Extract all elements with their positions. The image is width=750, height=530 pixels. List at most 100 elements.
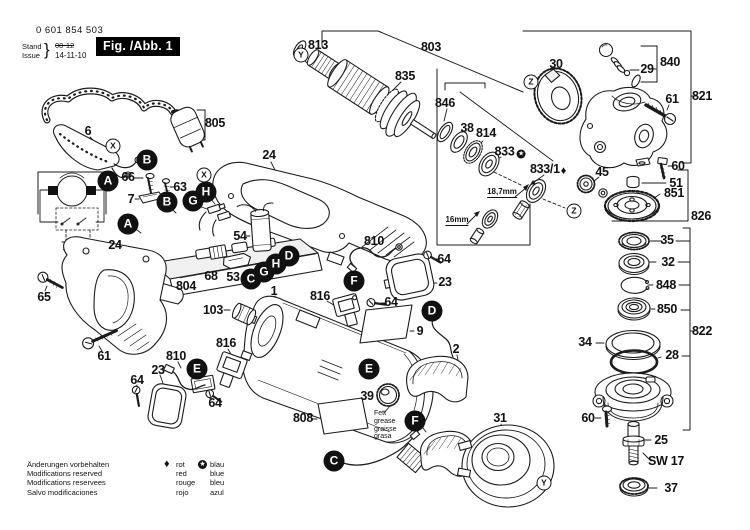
stand-issue-brace: } <box>44 40 50 59</box>
part-bracket-53 <box>222 252 252 270</box>
part-label-24: 24 <box>108 237 122 252</box>
red-diamond-symbol: ♦ <box>560 165 567 177</box>
legend-blue-word: blue <box>210 469 225 479</box>
part-label-64: 64 <box>130 372 144 387</box>
stand-issue-labels: Stand Issue <box>22 42 42 60</box>
part-armature-835 <box>292 40 437 139</box>
part-label-65: 65 <box>37 289 51 304</box>
ref-letter-C: C <box>323 450 345 472</box>
part-wire-810-bottom <box>163 363 206 391</box>
part-baffle-31 <box>456 424 555 508</box>
legend-red-word: rojo <box>176 487 189 497</box>
ref-letter-A: A <box>117 213 139 235</box>
part-power-cord <box>41 87 205 179</box>
part-label-803: 803 <box>421 39 441 54</box>
legend-blue-word: azul <box>210 487 224 497</box>
part-label-846: 846 <box>435 95 455 110</box>
legend-red-word: rot <box>176 460 185 469</box>
part-label-68: 68 <box>204 268 218 283</box>
part-cover-23-top <box>383 253 435 301</box>
part-screw-64-cover-top <box>423 250 442 264</box>
legend-blue-word: blau <box>210 460 225 469</box>
current-date: 14-11-10 <box>55 50 87 60</box>
part-screw-64-left <box>205 389 223 403</box>
part-spindle-column <box>592 231 674 497</box>
part-label-7: 7 <box>127 191 135 206</box>
grease-note-line: grasa <box>374 433 392 441</box>
wire-to-field <box>431 316 454 358</box>
blue-star-symbol: ★ <box>198 460 207 469</box>
legend-red-word: red <box>176 469 187 479</box>
blue-star-symbol: ★ <box>516 149 526 159</box>
part-block-68 <box>208 244 228 260</box>
part-label-835: 835 <box>395 68 415 83</box>
part-label-810: 810 <box>166 348 186 363</box>
grease-note-line: Fett <box>374 410 387 417</box>
part-label-66: 66 <box>121 169 135 184</box>
ref-letter-F: F <box>404 410 426 432</box>
ref-letter-Y: Y <box>536 475 552 491</box>
ref-letter-B: B <box>136 149 158 171</box>
ref-letter-H: H <box>195 181 217 203</box>
part-label-6: 6 <box>84 123 92 138</box>
part-label-1: 1 <box>270 283 278 298</box>
ref-letter-E: E <box>358 358 380 380</box>
part-grease-39 <box>376 383 400 414</box>
part-label-850: 850 <box>657 301 677 316</box>
part-label-31: 31 <box>493 410 507 425</box>
part-label-2: 2 <box>452 341 460 356</box>
part-label-18-7mm: 18,7mm <box>487 187 517 198</box>
part-handle-left-24 <box>61 236 168 355</box>
part-screw-64-cover-bottom <box>131 385 141 407</box>
ref-letter-Z: Z <box>523 74 539 90</box>
part-label-9: 9 <box>416 323 424 338</box>
part-label-29: 29 <box>640 61 654 76</box>
part-field-lead-wire <box>342 429 421 466</box>
part-ring-gear-851 <box>603 189 661 223</box>
part-screw-65 <box>37 271 64 289</box>
legend-blue-word: bleu <box>210 478 225 488</box>
part-wire-terminals <box>198 203 231 237</box>
part-label-16mm: 16mm <box>445 215 469 226</box>
part-label-808: 808 <box>293 410 313 425</box>
bearing-detail-inset <box>436 68 566 246</box>
part-label-810: 810 <box>364 233 384 248</box>
ref-letter-H: H <box>265 253 287 275</box>
ref-letter-Y: Y <box>293 47 309 63</box>
part-cover-23-bottom <box>147 383 187 429</box>
part-label-51: 51 <box>669 175 683 190</box>
part-label-25: 25 <box>654 432 668 447</box>
part-washer-stack <box>436 121 500 177</box>
part-label-30: 30 <box>549 56 563 71</box>
part-pinion-45 <box>576 174 608 198</box>
part-detent-840 <box>598 42 658 88</box>
part-label-822: 822 <box>692 323 712 338</box>
part-label-23: 23 <box>438 274 452 289</box>
figure-label: Fig. /Abb. 1 <box>96 37 180 56</box>
part-capacitor-54 <box>236 202 274 252</box>
grease-note-line: grease <box>374 417 396 425</box>
part-label-840: 840 <box>660 54 680 69</box>
ref-letter-D: D <box>421 300 443 322</box>
ref-letter-Z: Z <box>566 203 582 219</box>
revision-dates: 08-12 14-11-10 <box>55 41 86 60</box>
part-label-833-1: 833/1♦ <box>529 162 567 177</box>
ref-letter-X: X <box>196 167 212 183</box>
part-label-61: 61 <box>665 91 679 106</box>
part-label-848: 848 <box>656 277 676 292</box>
part-label-38: 38 <box>460 120 474 135</box>
part-brush-holder-left-816 <box>216 351 248 388</box>
ref-letter-E: E <box>186 358 208 380</box>
part-label-32: 32 <box>661 254 675 269</box>
part-screw-60-top <box>657 157 668 180</box>
grease-note-line: graisse <box>374 425 397 433</box>
part-brush-holder-top-816 <box>332 293 361 327</box>
part-label-24: 24 <box>262 147 276 162</box>
part-label-61: 61 <box>97 348 111 363</box>
part-label-804: 804 <box>176 278 196 293</box>
